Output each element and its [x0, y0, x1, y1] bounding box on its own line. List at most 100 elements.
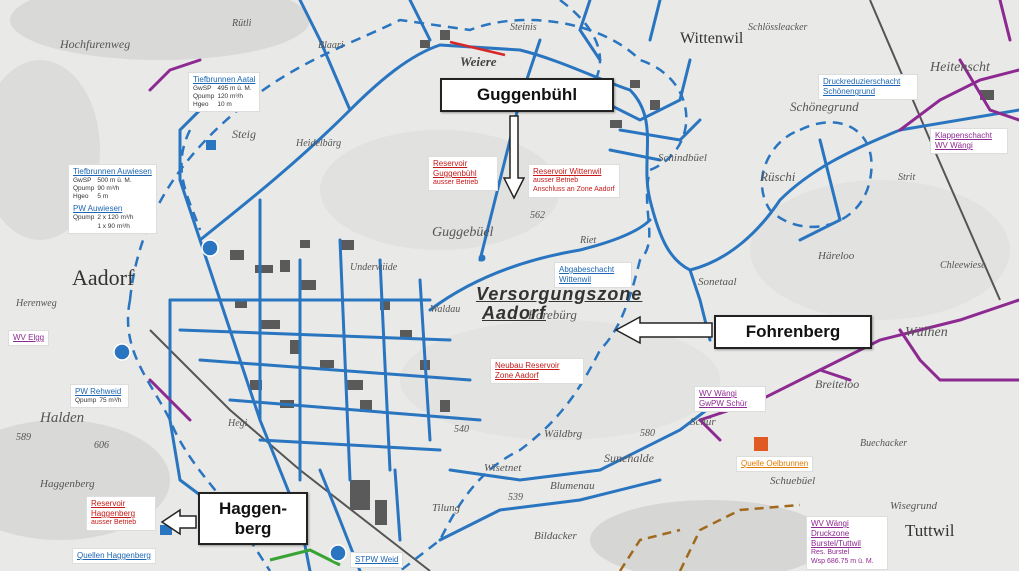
zone-label: Versorgungszone Aadorf: [476, 285, 642, 323]
info-title: Reservoir Wittenwil: [533, 167, 602, 176]
place-label-tuttwil: Tuttwil: [905, 521, 955, 540]
info-reservoir-wittenwil[interactable]: Reservoir Wittenwil ausser Betrieb Ansch…: [528, 164, 620, 198]
place-label-steig: Steig: [232, 127, 256, 141]
place-label-wuelhen: Wülhen: [905, 325, 948, 340]
info-title: Tiefbrunnen Auwiesen: [73, 167, 152, 176]
elevation-label: 562: [530, 210, 545, 221]
info-title: Klappenschacht WV Wängi: [935, 131, 992, 150]
place-label-sonetaal: Sonetaal: [698, 276, 737, 288]
spring-marker: [754, 437, 768, 451]
place-label-haggenberg: Haggenberg: [40, 478, 95, 490]
shaft-marker: [478, 254, 486, 262]
place-label-blumenau: Blumenau: [550, 480, 595, 492]
place-label-wittenwil: Wittenwil: [680, 30, 744, 47]
callout-haggenberg: Haggen- berg: [198, 492, 308, 546]
info-wv-elgg[interactable]: WV Elgg: [8, 330, 50, 346]
info-quelle-oelbrunnen[interactable]: Quelle Oelbrunnen: [736, 456, 814, 472]
info-title: Quellen Haggenberg: [77, 551, 151, 560]
pump-station-marker: [113, 343, 131, 361]
place-label-waeldbrg: Wäldbrg: [544, 428, 583, 440]
place-label-strit: Strit: [898, 172, 916, 183]
place-label-rueschi: Rüschi: [760, 169, 796, 184]
info-stpw-weid[interactable]: STPW Weid: [350, 552, 404, 568]
info-quellen-haggenberg[interactable]: Quellen Haggenberg: [72, 548, 156, 564]
info-title: Reservoir Haggenberg: [91, 499, 136, 518]
info-status: Res. Burstel Wsp 686.75 m ü. M.: [811, 549, 874, 565]
place-label-wisegrund: Wisegrund: [890, 500, 938, 512]
elevation-label: 589: [16, 432, 31, 443]
info-reservoir-haggenberg[interactable]: Reservoir Haggenberg ausser Betrieb: [86, 496, 156, 531]
place-label-sunehalde: Sunehalde: [604, 451, 654, 465]
place-label-tilung: Tilung: [432, 502, 461, 514]
info-title: Druckreduzierschacht Schönengrund: [823, 77, 901, 96]
place-label-riet: Riet: [580, 235, 597, 246]
info-abgabeschacht[interactable]: Abgabeschacht Wittenwil: [554, 262, 632, 288]
info-title: Neubau Reservoir Zone Aadorf: [495, 361, 560, 380]
info-klappenschacht[interactable]: Klappenschacht WV Wängi: [930, 128, 1008, 154]
zone-label-line2: Aadorf: [482, 302, 546, 323]
info-title: Tiefbrunnen Aatal: [193, 75, 256, 84]
info-title: STPW Weid: [355, 555, 399, 564]
place-label-steinis: Steinis: [510, 22, 537, 33]
info-wv-waengi-gwpw[interactable]: WV Wängi GwPW Schür: [694, 386, 766, 412]
info-reservoir-guggenbuehl[interactable]: Reservoir Guggenbühl ausser Betrieb: [428, 156, 498, 191]
info-status: ausser Betrieb: [91, 519, 137, 526]
callout-fohrenberg: Fohrenberg: [714, 315, 872, 349]
place-label-weiere: Weiere: [460, 54, 497, 69]
place-label-herenweg: Herenweg: [16, 298, 57, 309]
info-druckreduzierschacht[interactable]: Druckreduzierschacht Schönengrund: [818, 74, 918, 100]
place-label-hegi: Hegi: [228, 418, 248, 429]
info-title: WV Wängi GwPW Schür: [699, 389, 748, 408]
place-label-guggebuel: Guggebüel: [432, 225, 494, 240]
water-pipes-zone-aadorf: [168, 0, 1019, 571]
elevation-label: 580: [640, 428, 655, 439]
place-label-foreburg: Forebürg: [528, 307, 577, 322]
place-label-heidelbaerg: Heidelbärg: [296, 138, 342, 149]
info-title: PW Auwiesen: [73, 204, 123, 214]
pipe-out-of-service: [449, 40, 506, 57]
info-title: Abgabeschacht Wittenwil: [559, 265, 615, 284]
zone-label-line1: Versorgungszone: [476, 284, 643, 304]
callout-arrows: [160, 115, 713, 536]
spring-pipes: [618, 503, 801, 571]
place-label-schindbuel: Schindbüel: [658, 152, 707, 164]
pump-station-marker: [329, 544, 347, 562]
place-label-schuer: Schür: [690, 416, 716, 428]
place-label-blaari: Blaari: [318, 40, 344, 51]
place-label-wisetnet: Wisetnet: [484, 462, 522, 474]
place-label-underwiide: Underwiide: [350, 262, 398, 273]
info-title: WV Wängi Druckzone Burstel/Tuttwil: [811, 519, 861, 548]
elevation-label: 540: [454, 424, 469, 435]
place-label-aadorf: Aadorf: [72, 265, 135, 290]
info-title: Quelle Oelbrunnen: [741, 459, 809, 468]
place-label-buechacker: Buechacker: [860, 438, 908, 449]
info-wv-waengi-druckzone[interactable]: WV Wängi Druckzone Burstel/Tuttwil Res. …: [806, 516, 888, 570]
elevation-label: 606: [94, 440, 109, 451]
place-label-halden: Halden: [40, 410, 85, 426]
place-label-ruetli: Rütli: [232, 18, 252, 29]
place-label-schloessleacker: Schlössleacker: [748, 22, 808, 33]
place-label-waldau: Waldau: [430, 304, 461, 315]
info-title: Reservoir Guggenbühl: [433, 159, 477, 178]
callout-guggenbuehl: Guggenbühl: [440, 78, 614, 112]
info-neubau-reservoir[interactable]: Neubau Reservoir Zone Aadorf: [490, 358, 584, 384]
info-title: WV Elgg: [13, 333, 45, 342]
place-label-schuebuel: Schuebüel: [770, 475, 816, 487]
place-label-hochfurenweg: Hochfurenweg: [60, 37, 131, 51]
place-label-breiteloo: Breiteloo: [815, 377, 860, 391]
info-title: PW Rehweid: [75, 387, 122, 396]
elevation-label: 539: [508, 492, 523, 503]
place-label-bildacker: Bildacker: [534, 530, 577, 542]
place-label-haereloo: Häreloo: [818, 250, 855, 262]
well-marker: [206, 140, 216, 150]
